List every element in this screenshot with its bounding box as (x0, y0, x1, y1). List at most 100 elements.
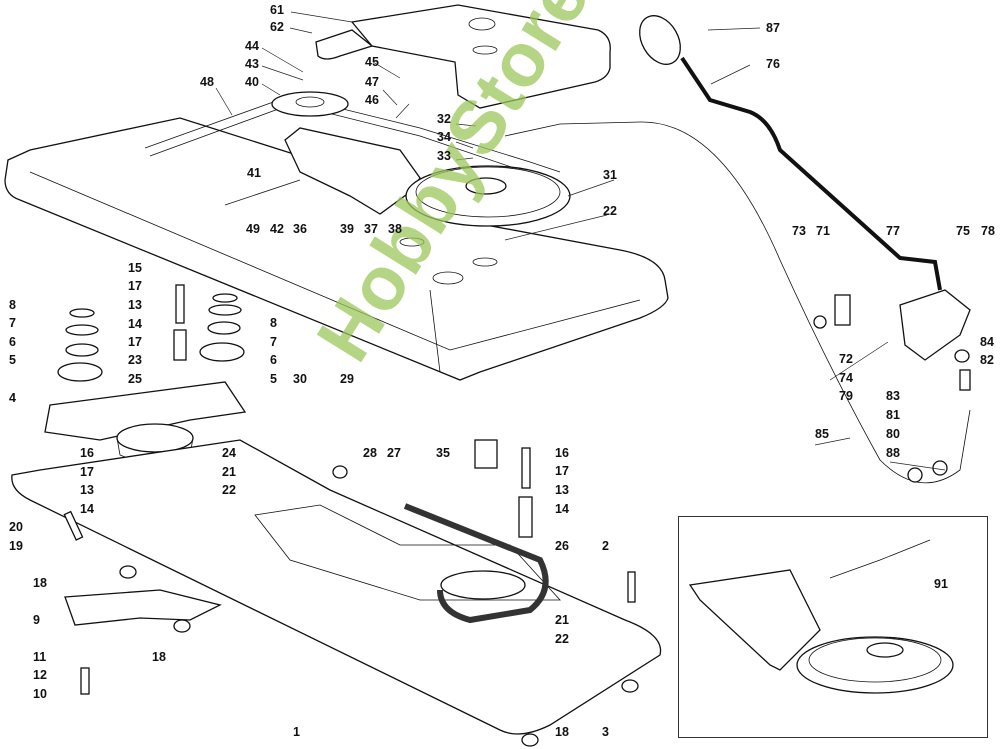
nut-28 (332, 465, 348, 479)
callout-48: 48 (200, 75, 214, 89)
bolt-2 (627, 571, 636, 603)
callout-2: 2 (602, 539, 609, 553)
spring-49 (224, 179, 301, 206)
callout-26: 26 (555, 539, 569, 553)
callout-79: 79 (839, 389, 853, 403)
nut-3 (621, 679, 639, 693)
callout-39: 39 (340, 222, 354, 236)
callout-7b: 7 (270, 335, 277, 349)
leader-lines (215, 11, 946, 471)
bushing-35 (474, 439, 498, 469)
callout-87: 87 (766, 21, 780, 35)
callout-5a: 5 (9, 353, 16, 367)
bolt-16 (521, 447, 531, 489)
callout-13b: 13 (80, 483, 94, 497)
callout-1: 1 (293, 725, 300, 739)
spacer-14b (518, 496, 533, 538)
callout-88: 88 (886, 446, 900, 460)
callout-37: 37 (364, 222, 378, 236)
callout-75: 75 (956, 224, 970, 238)
toothed-pulley-21b (440, 570, 526, 600)
callout-73: 73 (792, 224, 806, 238)
callout-3: 3 (602, 725, 609, 739)
callout-91: 91 (934, 577, 948, 591)
callout-14c: 14 (555, 502, 569, 516)
callout-7a: 7 (9, 316, 16, 330)
callout-71: 71 (816, 224, 830, 238)
nut-18a (119, 565, 137, 579)
bolt-19 (63, 510, 84, 541)
callout-17a: 17 (128, 279, 142, 293)
toothed-belt-26 (403, 503, 549, 624)
callout-6a: 6 (9, 335, 16, 349)
spacer-14 (173, 329, 187, 361)
nut-18c (521, 733, 539, 747)
callout-30: 30 (293, 372, 307, 386)
bolt-10 (80, 667, 90, 695)
bearing-stack-right (199, 293, 245, 362)
callout-35: 35 (436, 446, 450, 460)
bolt-15 (175, 284, 185, 324)
callout-8b: 8 (270, 316, 277, 330)
callout-17c: 17 (80, 465, 94, 479)
callout-78: 78 (981, 224, 995, 238)
callout-23: 23 (128, 353, 142, 367)
callout-81: 81 (886, 408, 900, 422)
callout-42: 42 (270, 222, 284, 236)
callout-5b: 5 (270, 372, 277, 386)
callout-32: 32 (437, 112, 451, 126)
callout-14b: 14 (80, 502, 94, 516)
callout-18a: 18 (33, 576, 47, 590)
clutch-lever-76 (639, 15, 942, 291)
callout-11: 11 (33, 650, 47, 664)
callout-49: 49 (246, 222, 260, 236)
callout-6b: 6 (270, 353, 277, 367)
callout-40: 40 (245, 75, 259, 89)
callout-80: 80 (886, 427, 900, 441)
callout-33: 33 (437, 149, 451, 163)
callout-24: 24 (222, 446, 236, 460)
callout-38: 38 (388, 222, 402, 236)
callout-21a: 21 (222, 465, 236, 479)
callout-22-top: 22 (603, 204, 617, 218)
callout-4: 4 (9, 391, 16, 405)
cable-spring (504, 121, 641, 137)
callout-15: 15 (128, 261, 142, 275)
callout-74: 74 (839, 371, 853, 385)
callout-9: 9 (33, 613, 40, 627)
callout-41: 41 (247, 166, 261, 180)
belt-48 (144, 95, 561, 173)
callout-27: 27 (387, 446, 401, 460)
bracket-4 (44, 381, 247, 441)
callout-16b: 16 (555, 446, 569, 460)
callout-17d: 17 (555, 464, 569, 478)
callout-46: 46 (365, 93, 379, 107)
idler-pulley-40 (271, 91, 349, 117)
bearing-stack-left (57, 308, 103, 382)
callout-14a: 14 (128, 317, 142, 331)
callout-18b: 18 (152, 650, 166, 664)
callout-36: 36 (293, 222, 307, 236)
callout-16a: 16 (80, 446, 94, 460)
callout-44: 44 (245, 39, 259, 53)
callout-12: 12 (33, 668, 47, 682)
callout-29: 29 (340, 372, 354, 386)
callout-72: 72 (839, 352, 853, 366)
nut-18b (173, 619, 191, 633)
callout-18c: 18 (555, 725, 569, 739)
callout-22b: 22 (222, 483, 236, 497)
callout-17b: 17 (128, 335, 142, 349)
inset-frame (678, 516, 988, 738)
callout-82: 82 (980, 353, 994, 367)
callout-77: 77 (886, 224, 900, 238)
callout-21b: 21 (555, 613, 569, 627)
callout-25: 25 (128, 372, 142, 386)
callout-22c: 22 (555, 632, 569, 646)
callout-62: 62 (270, 20, 284, 34)
callout-10: 10 (33, 687, 47, 701)
callout-31: 31 (603, 168, 617, 182)
bracket-9 (64, 589, 222, 626)
lever-bracket-75 (813, 289, 971, 483)
cover-61 (315, 4, 611, 109)
transmission-housing-29 (4, 117, 669, 381)
